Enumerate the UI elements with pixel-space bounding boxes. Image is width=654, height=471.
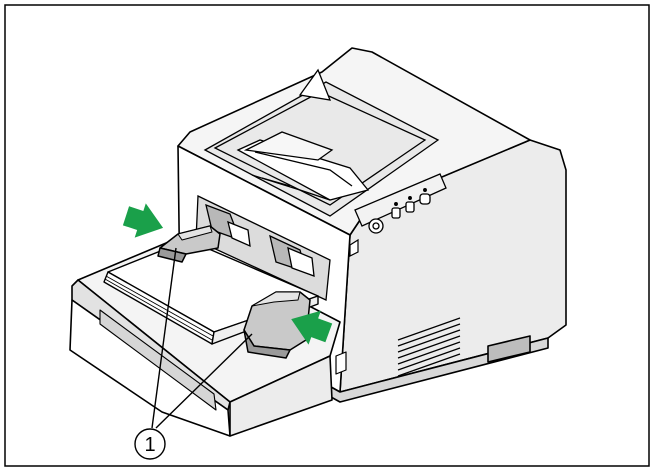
right-paper-guide xyxy=(243,291,311,359)
guide-arrow-right-icon xyxy=(291,310,333,345)
callout-1 xyxy=(134,247,253,460)
control-panel xyxy=(354,173,447,234)
feed-slot xyxy=(195,194,331,301)
vent-grille xyxy=(397,317,461,377)
front-marker xyxy=(349,238,359,257)
callout-label: 1 xyxy=(144,434,155,456)
tray-latch xyxy=(335,351,347,375)
guide-arrow-left-icon xyxy=(122,203,164,238)
scanner-foot xyxy=(487,335,531,363)
left-paper-guide xyxy=(157,225,221,263)
callout-leader-left xyxy=(151,247,177,429)
exit-tray xyxy=(203,68,440,217)
power-button-icon xyxy=(368,218,384,234)
feed-tray-right xyxy=(229,355,333,437)
callout-leader-right xyxy=(155,333,253,429)
status-indicator-icons xyxy=(391,193,431,219)
callout-circle xyxy=(134,428,166,460)
